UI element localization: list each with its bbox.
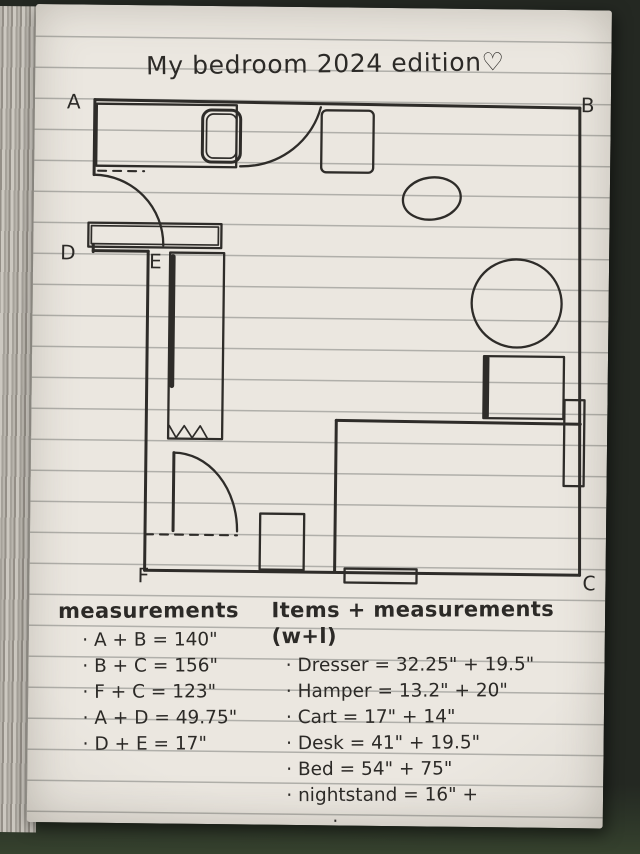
items-measurements-heading: Items + measurements (w+l) (271, 596, 555, 649)
measurement-line: · F + C = 123" (82, 681, 217, 703)
wall-shelf-right (562, 398, 586, 488)
corner-label-a: A (67, 89, 81, 113)
door-dash-upper-left (97, 169, 146, 173)
measurement-line: · A + D = 49.75" (82, 707, 238, 729)
hamper (320, 109, 375, 174)
nightstand-edge (483, 355, 490, 419)
floor-plan-drawing: A B C D E F (60, 89, 597, 595)
door-arc-upper-left (92, 173, 165, 247)
wall-left-upper (92, 98, 97, 177)
corner-label-c: C (582, 571, 596, 595)
curtain-curve (239, 106, 322, 168)
door-dash-lower (143, 533, 239, 537)
door-arc-lower (172, 451, 239, 533)
corner-label-f: F (137, 563, 149, 587)
item-measurement-line: · Desk = 41" + 19.5" (286, 732, 481, 755)
wall-left-lower (143, 249, 150, 572)
item-measurement-line: · Dresser = 32.25" + 19.5" (285, 654, 535, 677)
measurement-line: · A + B = 140" (82, 629, 218, 651)
corner-label-d: D (60, 240, 76, 264)
item-measurement-line: · Hamper = 13.2" + 20" (285, 680, 508, 703)
corner-label-e: E (149, 249, 162, 273)
stray-dot: · (332, 810, 339, 832)
notebook-paper: My bedroom 2024 edition♡ (26, 4, 612, 832)
item-measurement-line: · Bed = 54" + 75" (286, 758, 453, 781)
nightstand (482, 354, 566, 421)
wall-d-e (91, 249, 150, 253)
chair-circle (470, 258, 563, 349)
pillow-inner (205, 113, 238, 160)
item-measurement-line: · nightstand = 16" + (286, 784, 479, 807)
bin (258, 512, 306, 572)
wall-top (93, 98, 582, 110)
wall-bottom (143, 568, 582, 577)
door-leaf-lower (171, 451, 176, 533)
measurement-line: · D + E = 17" (82, 733, 207, 755)
measurements-heading: measurements (58, 598, 239, 623)
item-measurement-line: · Cart = 17" + 14" (285, 706, 456, 729)
page-title: My bedroom 2024 edition♡ (145, 47, 505, 81)
bed-left-edge (333, 418, 338, 573)
items-measurements-section: Items + measurements (w+l) · Dresser = 3… (271, 596, 590, 835)
measurement-line: · B + C = 156" (82, 655, 219, 677)
bottom-wall-vent (343, 567, 418, 585)
pillow-outer (200, 108, 243, 164)
bed-top-edge (334, 418, 582, 426)
measurements-section: measurements · A + B = 140" · B + C = 15… (58, 597, 273, 758)
desk (166, 251, 226, 441)
stool-oval (401, 176, 462, 221)
wall-right (578, 106, 582, 577)
corner-label-b: B (581, 93, 595, 117)
shelf-d (87, 221, 223, 250)
desk-scribble (168, 424, 208, 439)
shelf-d-inner (90, 224, 220, 246)
desk-edge (169, 254, 176, 389)
